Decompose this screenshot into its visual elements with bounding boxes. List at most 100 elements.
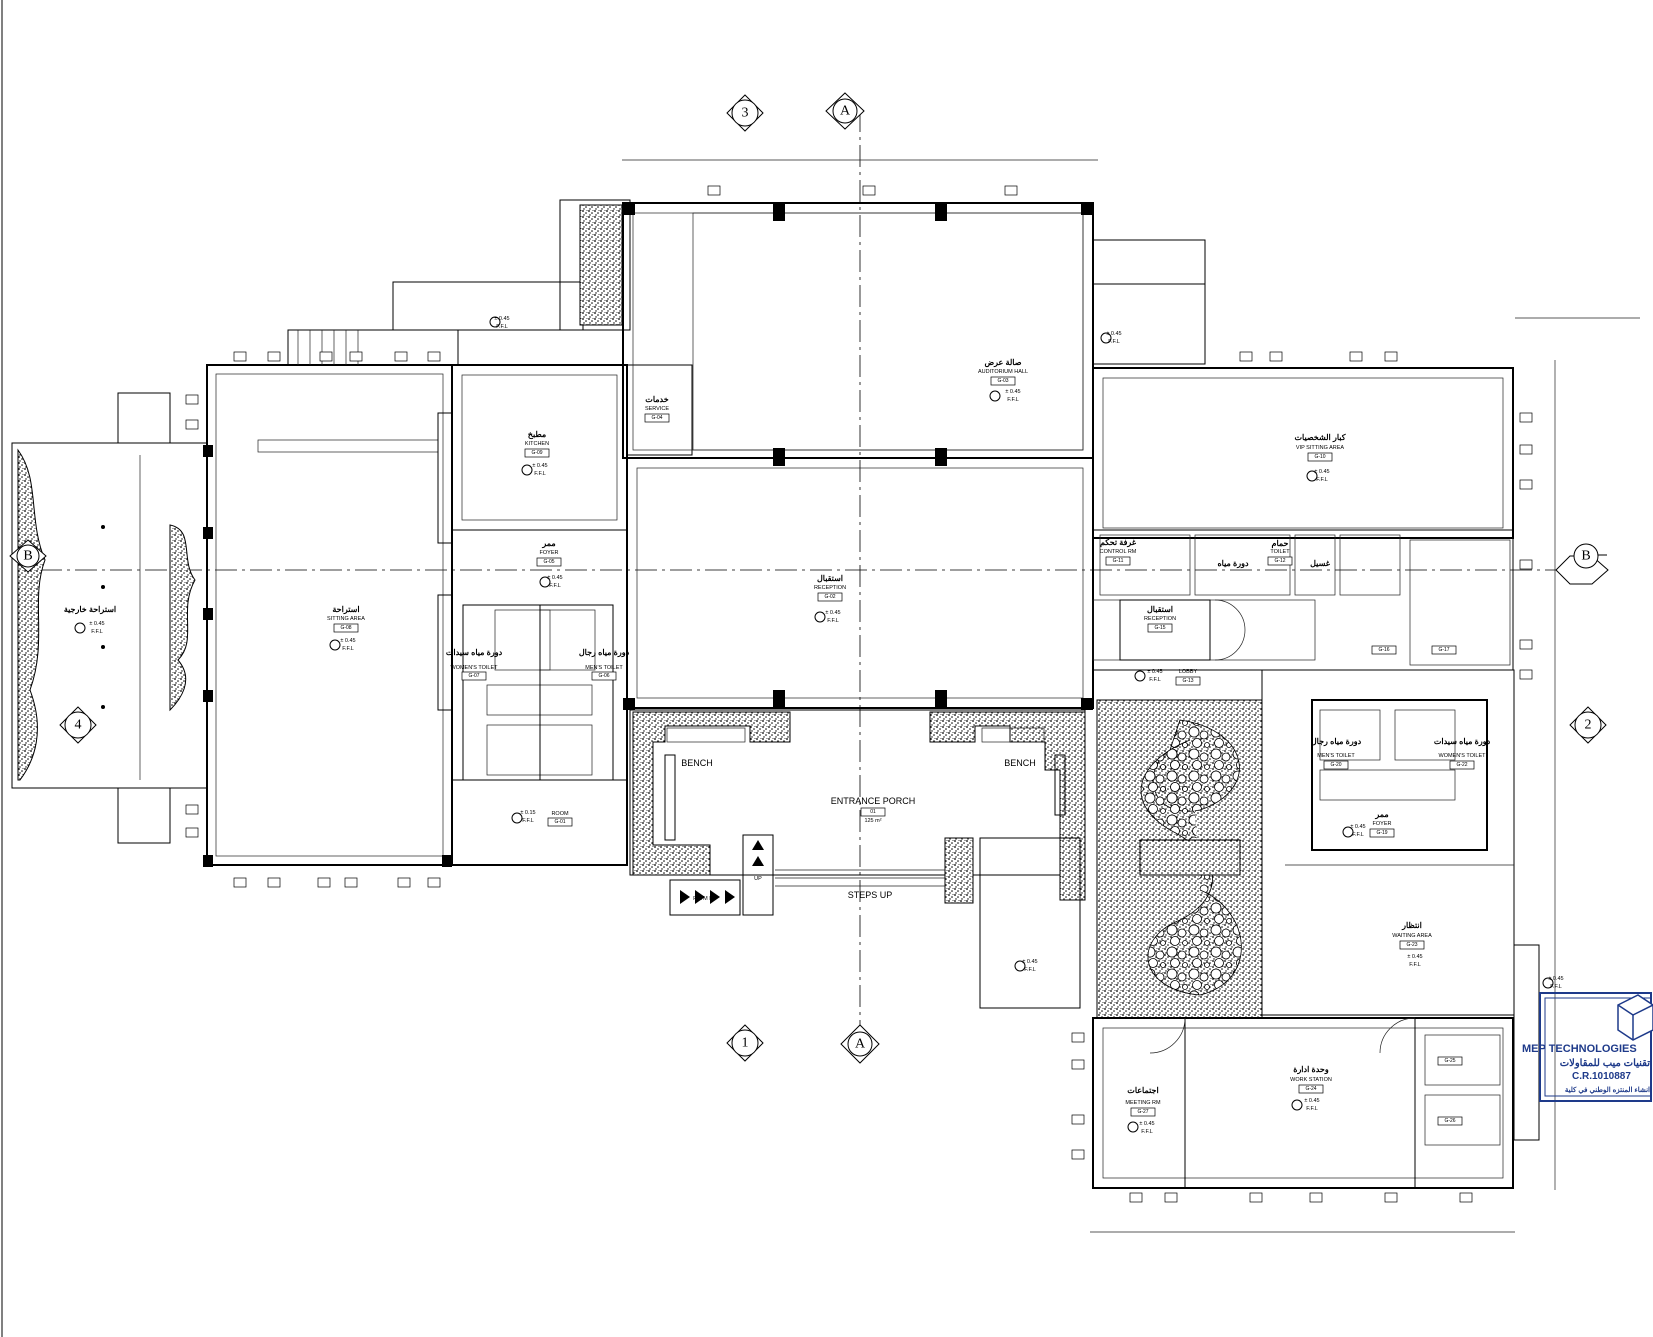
- men-toilet-b-code: G-20: [1330, 762, 1341, 768]
- entrance-area: 125 m²: [864, 818, 881, 824]
- bench-right-label: BENCH: [1004, 758, 1036, 768]
- auditorium-en: AUDITORIUM HALL: [978, 369, 1028, 375]
- ramp-label: R A M P: [693, 896, 713, 902]
- grid-bubble-b-left: B: [9, 539, 47, 573]
- room-label-laundry: غسيل: [1310, 559, 1331, 568]
- grid-bubble-4: 4: [59, 706, 97, 744]
- outdoor-ar: استراحة خارجية: [64, 605, 116, 615]
- grid-bubble-2-label: 2: [1585, 718, 1592, 733]
- service-room: [626, 364, 693, 456]
- vip-ar: كبار الشخصيات: [1294, 433, 1345, 443]
- reception-main-code: G-02: [824, 594, 835, 600]
- room-label-kitchen: مطبخ KITCHEN G-09 ± 0.45 F.F.L: [524, 430, 550, 477]
- lobby-en: LOBBY: [1179, 669, 1198, 675]
- office2-code: G-26: [1444, 1118, 1455, 1124]
- meeting-ar: اجتماعات: [1127, 1086, 1158, 1095]
- room-label-control: غرفة تحكم CONTROL RM G-11: [1100, 538, 1137, 566]
- top-ffl-label: F.F.L: [496, 324, 508, 330]
- men-toilet-b-en: MEN'S TOILET: [1317, 753, 1355, 759]
- room-en: ROOM: [551, 811, 569, 817]
- room-label-entrance: ENTRANCE PORCH 01 125 m²: [831, 796, 916, 824]
- women-toilet-b-code: G-22: [1456, 762, 1467, 768]
- office-block: [1092, 1017, 1514, 1189]
- reception-main-level: ± 0.45: [825, 610, 840, 616]
- room-label-men-toilet: دورة مياه رجال MEN'S TOILET G-06: [579, 648, 630, 681]
- women-toilet-b-en: WOMEN'S TOILET: [1439, 753, 1487, 759]
- grid-bubble-1-label: 1: [742, 1036, 749, 1051]
- top-right-level-label: ± 0.45: [1106, 331, 1121, 337]
- right-level-label: ± 0.45: [1548, 976, 1563, 982]
- service-en: SERVICE: [645, 406, 669, 412]
- stamp-company-ar: تقنيات ميب للمقاولات: [1560, 1058, 1650, 1069]
- room-label-sitting: استراحة SITTING AREA G-08 ± 0.45 F.F.L: [327, 605, 365, 652]
- kitchen-ffl: F.F.L: [534, 471, 546, 477]
- wall-tags: [185, 185, 1533, 1203]
- women-toilet-code: G-07: [468, 673, 479, 679]
- grid-bubble-4-label: 4: [75, 718, 82, 733]
- foyer-ffl: F.F.L: [549, 583, 561, 589]
- work-level: ± 0.45: [1304, 1098, 1319, 1104]
- stamp-note-ar: انشاء المنتزه الوطني في كلية: [1565, 1086, 1650, 1095]
- reception-main-ffl: F.F.L: [827, 618, 839, 624]
- toilet-a-ar: دورة مياه: [1217, 559, 1248, 569]
- outdoor-level: ± 0.45: [89, 621, 104, 627]
- room-label-men-toilet-b: دورة مياه رجال MEN'S TOILET G-20: [1311, 737, 1362, 770]
- grid-bubble-2: 2: [1569, 706, 1607, 744]
- meeting-code: G-27: [1137, 1109, 1148, 1115]
- small-room-tags: G-25 G-26 G-16 G-17: [1371, 645, 1463, 1126]
- reception-block: [623, 457, 1094, 710]
- room-label-outdoor: استراحة خارجية ± 0.45 F.F.L: [64, 605, 116, 635]
- waiting-level: ± 0.45: [1407, 954, 1422, 960]
- women-toilet-b-ar: دورة مياه سيدات: [1434, 737, 1491, 747]
- grid-bubble-b-right: B: [1555, 543, 1609, 585]
- service-code: G-04: [651, 415, 662, 421]
- room-label-women-toilet-b: دورة مياه سيدات WOMEN'S TOILET G-22: [1434, 737, 1491, 770]
- level-markers: [74, 316, 1554, 1133]
- vip-code: G-10: [1314, 454, 1325, 460]
- grid-bubble-a-top: A: [825, 92, 865, 130]
- men-toilet-b-ar: دورة مياه رجال: [1311, 737, 1362, 747]
- room-label-reception-b: استقبال RECEPTION G-15: [1144, 605, 1176, 633]
- stamp-company-en: MEP TECHNOLOGIES: [1522, 1043, 1637, 1055]
- waiting-ffl: F.F.L: [1409, 962, 1421, 968]
- room-label-auditorium: صالة عرض AUDITORIUM HALL G-03 ± 0.45 F.F…: [978, 358, 1028, 403]
- top-stairs: [287, 199, 631, 366]
- lobby-ffl: F.F.L: [1149, 677, 1161, 683]
- ramp-up-label: UP: [754, 876, 762, 882]
- room-label-lobby: LOBBY G-13 ± 0.45 F.F.L: [1147, 669, 1201, 686]
- entrance-porch: [629, 709, 1086, 1009]
- men-toilet-code: G-06: [598, 673, 609, 679]
- control-code: G-11: [1113, 558, 1124, 564]
- auditorium-code: G-03: [997, 378, 1008, 384]
- sitting-code: G-08: [340, 625, 351, 631]
- stamp-cr: C.R.1010887: [1572, 1071, 1631, 1082]
- sitting-en: SITTING AREA: [327, 616, 365, 622]
- grid-bubble-b-right-label: B: [1581, 549, 1590, 564]
- work-en: WORK STATION: [1290, 1077, 1332, 1083]
- porch-level-label: ± 0.45: [1022, 959, 1037, 965]
- grid-bubble-1: 1: [726, 1024, 764, 1062]
- bench-left-label: BENCH: [681, 758, 713, 768]
- service-ar: خدمات: [645, 395, 668, 404]
- foyer-ar: ممر: [541, 539, 555, 549]
- entrance-en: ENTRANCE PORCH: [831, 796, 916, 806]
- company-stamp: MEP TECHNOLOGIES تقنيات ميب للمقاولات C.…: [1522, 992, 1653, 1102]
- room-label-meeting: اجتماعات MEETING RM G-27 ± 0.45 F.F.L: [1125, 1086, 1161, 1135]
- room-label-work: وحدة ادارة WORK STATION G-24 ± 0.45 F.F.…: [1290, 1065, 1332, 1112]
- auditorium-level: ± 0.45: [1005, 389, 1020, 395]
- grid-bubble-a-top-label: A: [840, 104, 851, 119]
- meeting-level: ± 0.45: [1139, 1121, 1154, 1127]
- top-right-ffl-label: F.F.L: [1108, 339, 1120, 345]
- room-label-toilet-a: دورة مياه: [1217, 559, 1248, 569]
- grid-bubble-b-left-label: B: [23, 549, 32, 564]
- work-ar: وحدة ادارة: [1293, 1065, 1329, 1075]
- service-column: [451, 364, 628, 866]
- grid-bubble-a-bottom: A: [840, 1024, 880, 1064]
- outdoor-ffl: F.F.L: [91, 629, 103, 635]
- lobby-code: G-13: [1182, 678, 1193, 684]
- foyer-b-en: FOYER: [1373, 821, 1392, 827]
- foyer-level: ± 0.45: [547, 575, 562, 581]
- foyer-b-ffl: F.F.L: [1352, 832, 1364, 838]
- toilet-b-ar: حمام: [1272, 539, 1289, 549]
